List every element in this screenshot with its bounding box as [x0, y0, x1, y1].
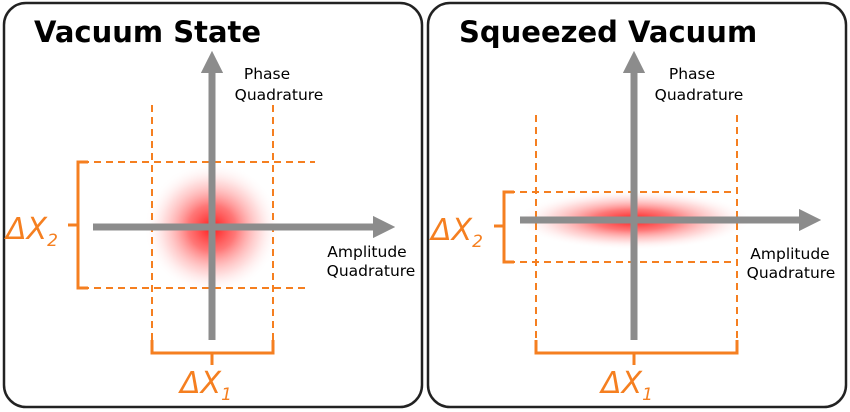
- amplitude-label-line1: Amplitude: [327, 243, 406, 261]
- delta-x1-bracket: [150, 340, 275, 365]
- panel-title: Squeezed Vacuum: [459, 15, 757, 49]
- delta-x1-label: ΔX1: [599, 366, 653, 405]
- delta-x2-bracket: [68, 160, 88, 290]
- delta-x2-label: ΔX2: [429, 213, 483, 252]
- delta-x2-bracket: [494, 190, 514, 264]
- delta-x2-label: ΔX2: [4, 212, 58, 251]
- phase-label-line2: Quadrature: [235, 86, 324, 104]
- uncertainty-box: [508, 115, 738, 340]
- delta-x1-label: ΔX1: [178, 366, 232, 405]
- delta-x1-bracket: [534, 340, 739, 365]
- amplitude-label-line2: Quadrature: [327, 262, 416, 280]
- amplitude-label-line1: Amplitude: [750, 245, 829, 263]
- amplitude-label-line2: Quadrature: [747, 264, 836, 282]
- phase-label-line1: Phase: [244, 65, 290, 83]
- phase-label-line2: Quadrature: [655, 86, 744, 104]
- panel-squeezed-vacuum: Squeezed Vacuum Phase Quadrature Amplitu…: [426, 1, 848, 409]
- panel-vacuum-state: Vacuum State Phase Quadrature Amplitude …: [2, 1, 424, 409]
- phase-label-line1: Phase: [669, 65, 715, 83]
- panel-title: Vacuum State: [34, 15, 261, 49]
